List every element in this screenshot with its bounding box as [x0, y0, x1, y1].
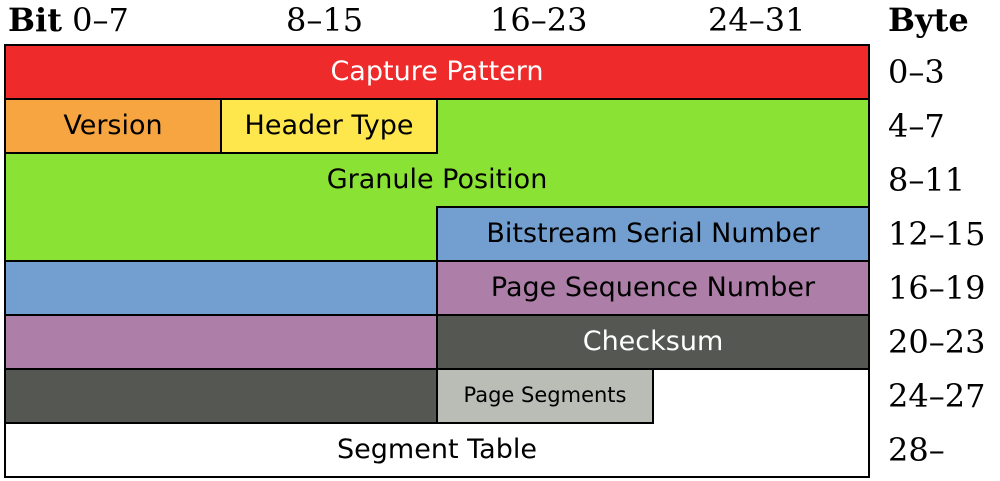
page-segments-label: Page Segments [464, 383, 627, 407]
byte-word: Byte [888, 1, 969, 39]
byte-offset-0: 0–3 [888, 53, 945, 91]
byte-offset-4: 4–7 [888, 107, 945, 145]
byte-offset-28: 28– [888, 431, 945, 469]
byte-offset-16: 16–19 [888, 269, 986, 307]
byte-offset-20: 20–23 [888, 323, 986, 361]
bit-header: Bit 0–7 [8, 2, 129, 38]
checksum-label: Checksum [583, 326, 724, 357]
byte-offset-8: 8–11 [888, 161, 966, 199]
header-type-block [220, 98, 438, 154]
byte-header: Byte [888, 2, 969, 38]
diagram-frame [4, 44, 870, 478]
bit-range-8-15: 8–15 [286, 1, 364, 39]
page-sequence-number-label: Page Sequence Number [491, 272, 816, 303]
granule-position-label: Granule Position [327, 164, 548, 195]
bit-range-24-31: 24–31 [708, 1, 806, 39]
capture-pattern-label: Capture Pattern [330, 56, 543, 87]
bit-range-16-23: 16–23 [490, 1, 588, 39]
bitstream-serial-number-label: Bitstream Serial Number [486, 218, 820, 249]
header-type-label: Header Type [245, 110, 414, 141]
bit-range-0-7: 0–7 [72, 1, 129, 39]
byte-offset-12: 12–15 [888, 215, 986, 253]
byte-offset-24: 24–27 [888, 377, 986, 415]
bit-word: Bit [8, 1, 62, 39]
segment-table-label: Segment Table [337, 434, 537, 465]
page-segments-block [436, 368, 654, 424]
version-label: Version [63, 110, 162, 141]
